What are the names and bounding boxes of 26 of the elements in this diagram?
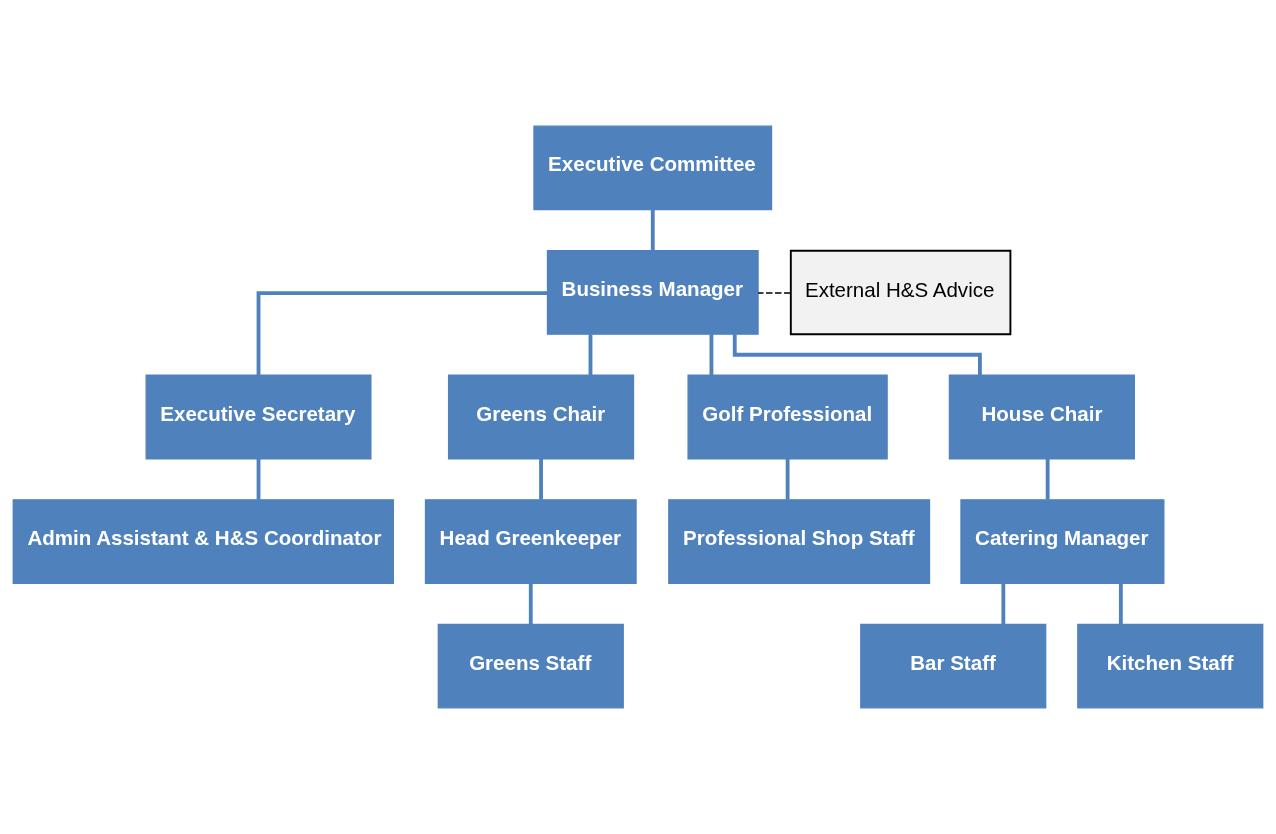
node-box: Bar Staff (860, 623, 1047, 709)
connector (1118, 583, 1123, 625)
node-box: Catering Manager (960, 499, 1165, 584)
node-box: Business Manager (546, 250, 759, 335)
node-box: Golf Professional (687, 374, 888, 460)
connector (588, 334, 593, 376)
node-box: Executive Committee (533, 125, 773, 211)
connector (1045, 458, 1050, 500)
connector (650, 209, 655, 251)
node-box: External H&S Advice (789, 249, 1012, 336)
connector (539, 458, 543, 500)
node-box: Executive Secretary (145, 374, 372, 460)
connector (256, 458, 261, 500)
node-box: Kitchen Staff (1077, 623, 1264, 709)
node-box: Professional Shop Staff (668, 499, 931, 584)
connector (757, 292, 792, 294)
connector (709, 334, 714, 376)
connector (528, 583, 533, 625)
node-box: Greens Chair (447, 374, 635, 460)
connector (1001, 583, 1006, 625)
connector (785, 458, 790, 500)
node-box: Head Greenkeeper (424, 499, 637, 584)
node-box: Greens Staff (437, 623, 624, 709)
connector (256, 291, 548, 376)
node-box: House Chair (948, 374, 1135, 460)
node-box: Admin Assistant & H&S Coordinator (12, 499, 394, 584)
